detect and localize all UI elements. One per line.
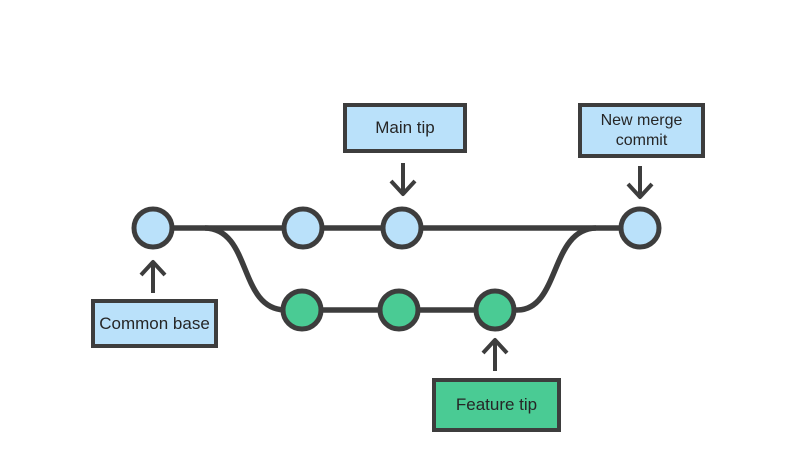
commit-node-common-base: [131, 206, 175, 250]
merge-in-curve: [517, 225, 597, 313]
branch-out-curve: [204, 225, 286, 313]
feature-commit-nodes: [280, 288, 517, 332]
main-tip-label-text: Main tip: [375, 118, 435, 138]
main-commit-nodes: [131, 206, 662, 250]
common-base-up-arrow-icon: [139, 260, 167, 293]
commit-node-main-tip: [380, 206, 424, 250]
feature-tip-label: Feature tip: [432, 378, 561, 432]
commit-node-feature-2: [377, 288, 421, 332]
new-merge-commit-label-text: New merge commit: [600, 111, 683, 149]
commit-nodes: [131, 206, 662, 332]
commit-node-feature-tip: [473, 288, 517, 332]
main-tip-down-arrow-icon: [389, 163, 417, 196]
main-tip-label: Main tip: [343, 103, 467, 153]
common-base-label-text: Common base: [99, 313, 210, 333]
commit-node-new-merge: [618, 206, 662, 250]
commit-node-main-2: [281, 206, 325, 250]
new-merge-down-arrow-icon: [626, 166, 654, 199]
common-base-label: Common base: [91, 299, 218, 348]
feature-tip-up-arrow-icon: [481, 338, 509, 371]
commit-node-feature-1: [280, 288, 324, 332]
feature-tip-label-text: Feature tip: [455, 395, 538, 415]
annotation-arrows: [139, 163, 654, 371]
new-merge-commit-label: New merge commit: [578, 103, 705, 158]
